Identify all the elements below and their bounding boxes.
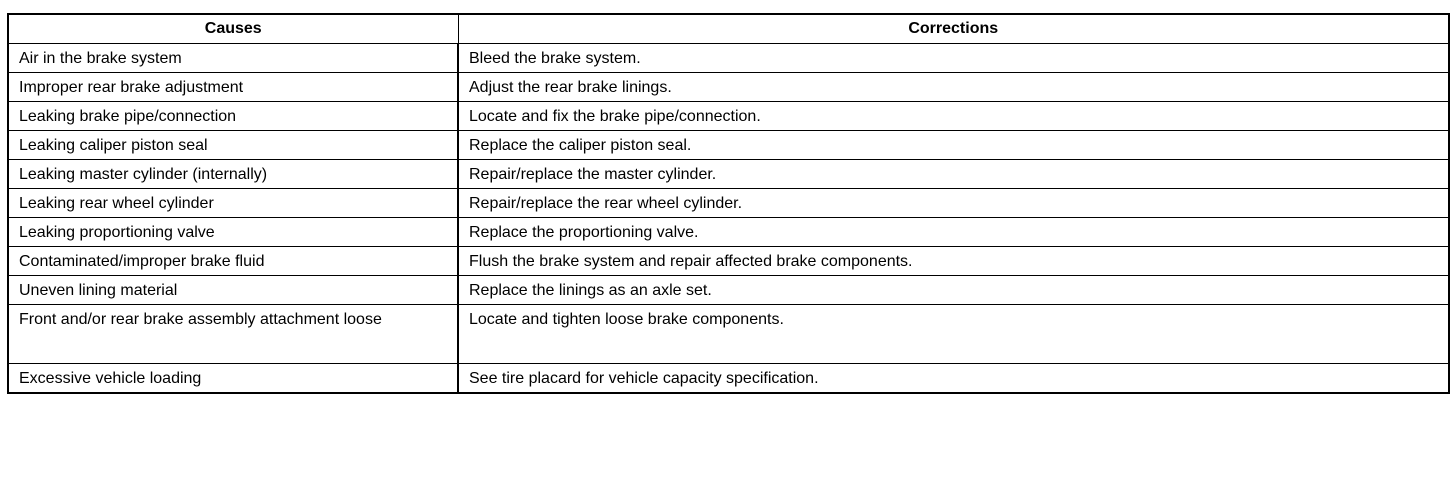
correction-cell: Repair/replace the rear wheel cylinder. (457, 188, 1450, 218)
header-row: Causes Corrections (7, 13, 1450, 44)
cause-cell: Front and/or rear brake assembly attachm… (7, 304, 459, 364)
cause-cell: Uneven lining material (7, 275, 459, 305)
cause-cell: Contaminated/improper brake fluid (7, 246, 459, 276)
cause-cell: Excessive vehicle loading (7, 363, 459, 393)
table-row: Leaking master cylinder (internally)Repa… (7, 159, 1450, 189)
cause-cell: Leaking rear wheel cylinder (7, 188, 459, 218)
cause-cell: Leaking brake pipe/connection (7, 101, 459, 131)
correction-cell: Repair/replace the master cylinder. (457, 159, 1450, 189)
cause-cell: Leaking caliper piston seal (7, 130, 459, 160)
causes-corrections-table: Causes Corrections Air in the brake syst… (7, 13, 1450, 394)
correction-cell: See tire placard for vehicle capacity sp… (457, 363, 1450, 393)
cause-cell: Air in the brake system (7, 43, 459, 73)
correction-cell: Flush the brake system and repair affect… (457, 246, 1450, 276)
correction-cell: Bleed the brake system. (457, 43, 1450, 73)
correction-cell: Replace the linings as an axle set. (457, 275, 1450, 305)
correction-cell: Adjust the rear brake linings. (457, 72, 1450, 102)
correction-cell: Replace the caliper piston seal. (457, 130, 1450, 160)
header-corrections: Corrections (457, 13, 1450, 44)
correction-cell: Replace the proportioning valve. (457, 217, 1450, 247)
header-causes: Causes (7, 13, 459, 44)
correction-cell: Locate and fix the brake pipe/connection… (457, 101, 1450, 131)
table-row: Front and/or rear brake assembly attachm… (7, 304, 1450, 364)
cause-cell: Leaking proportioning valve (7, 217, 459, 247)
cause-cell: Improper rear brake adjustment (7, 72, 459, 102)
correction-cell: Locate and tighten loose brake component… (457, 304, 1450, 364)
cause-cell: Leaking master cylinder (internally) (7, 159, 459, 189)
